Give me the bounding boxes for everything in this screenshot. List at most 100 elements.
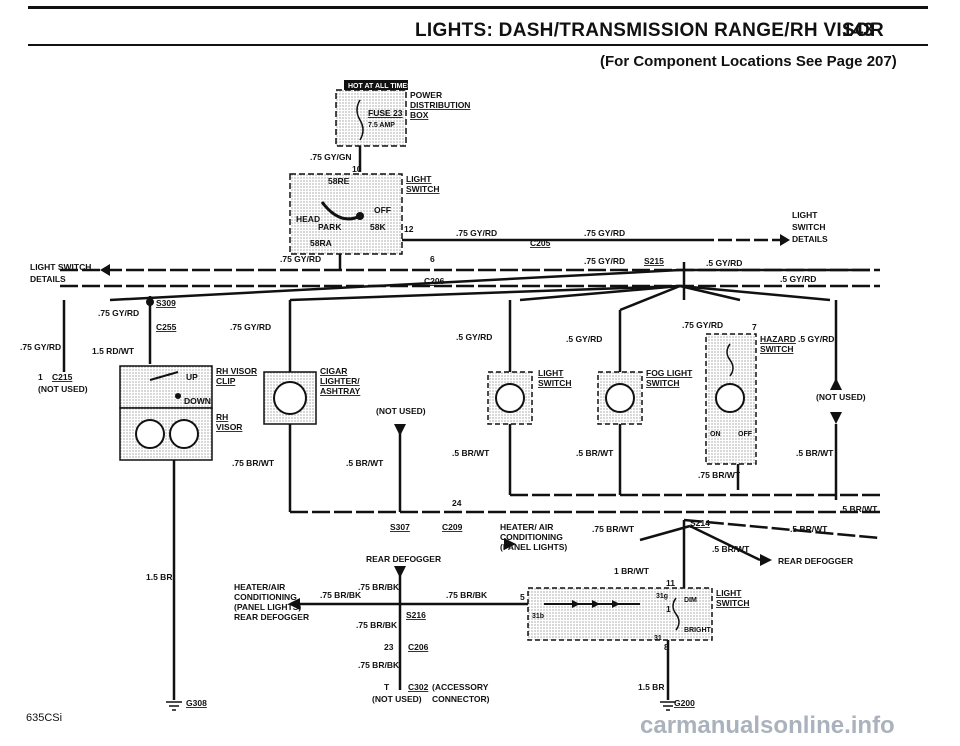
rh-visor-clip: UP DOWN RH VISOR CLIP: [119, 365, 257, 409]
svg-text:.5 GY/RD: .5 GY/RD: [706, 258, 742, 268]
svg-text:(PANEL LIGHTS): (PANEL LIGHTS): [500, 542, 567, 552]
svg-text:SWITCH: SWITCH: [538, 378, 572, 388]
svg-text:.75 BR/BK: .75 BR/BK: [358, 582, 400, 592]
svg-text:OFF: OFF: [738, 431, 753, 438]
svg-text:HEATER/AIR: HEATER/AIR: [234, 582, 285, 592]
ground-g308: [166, 701, 182, 711]
svg-text:RH: RH: [216, 412, 228, 422]
svg-text:58K: 58K: [370, 222, 386, 232]
svg-text:.75 GY/RD: .75 GY/RD: [20, 342, 61, 352]
svg-text:.5 BR/WT: .5 BR/WT: [452, 448, 490, 458]
svg-text:.75 GY/RD: .75 GY/RD: [584, 228, 625, 238]
svg-text:.75 BR/BK: .75 BR/BK: [446, 590, 488, 600]
svg-text:(NOT USED): (NOT USED): [38, 384, 88, 394]
page-subtitle: (For Component Locations See Page 207): [600, 53, 897, 70]
rh-visor: RH VISOR: [119, 407, 242, 461]
svg-text:DOWN: DOWN: [184, 396, 211, 406]
svg-text:S215: S215: [644, 256, 664, 266]
svg-text:FOG LIGHT: FOG LIGHT: [646, 368, 693, 378]
svg-text:SWITCH: SWITCH: [760, 344, 794, 354]
svg-text:(NOT USED): (NOT USED): [816, 392, 866, 402]
svg-text:58RE: 58RE: [328, 176, 350, 186]
fuse-label: FUSE 23: [368, 108, 403, 118]
power-distribution-box: HOT AT ALL TIMES FUSE 23 7.5 AMP POWER D…: [335, 80, 470, 147]
svg-text:OFF: OFF: [374, 205, 391, 215]
svg-text:6: 6: [430, 254, 435, 264]
svg-text:ASHTRAY: ASHTRAY: [320, 386, 361, 396]
svg-text:.75 GY/RD: .75 GY/RD: [584, 256, 625, 266]
svg-text:(NOT USED): (NOT USED): [372, 694, 422, 704]
svg-text:.75 GY/RD: .75 GY/RD: [682, 320, 723, 330]
svg-text:HAZARD: HAZARD: [760, 334, 796, 344]
svg-text:.75 BR/WT: .75 BR/WT: [592, 524, 635, 534]
svg-text:31g: 31g: [656, 593, 668, 600]
power-box-title-1: POWER: [410, 90, 442, 100]
svg-text:1: 1: [38, 372, 43, 382]
svg-text:.5 BR/WT: .5 BR/WT: [796, 448, 834, 458]
svg-text:REAR DEFOGGER: REAR DEFOGGER: [778, 556, 853, 566]
svg-text:.5 BR/WT: .5 BR/WT: [576, 448, 614, 458]
svg-text:.5 GY/RD: .5 GY/RD: [798, 334, 834, 344]
svg-text:.5 GY/RD: .5 GY/RD: [566, 334, 602, 344]
svg-text:CIGAR: CIGAR: [320, 366, 347, 376]
svg-text:CONDITIONING: CONDITIONING: [500, 532, 563, 542]
svg-text:8: 8: [664, 642, 669, 652]
svg-text:S309: S309: [156, 298, 176, 308]
svg-text:10: 10: [352, 164, 362, 174]
footer-model: 635CSi: [26, 712, 63, 724]
svg-text:.5 BR/WT: .5 BR/WT: [790, 524, 828, 534]
svg-text:.75 BR/BK: .75 BR/BK: [356, 620, 398, 630]
svg-text:SWITCH: SWITCH: [646, 378, 680, 388]
power-box-title-2: DISTRIBUTION: [410, 100, 470, 110]
svg-text:.75 GY/RD: .75 GY/RD: [98, 308, 139, 318]
svg-text:LIGHT: LIGHT: [716, 588, 742, 598]
fog-light-switch: FOG LIGHT SWITCH: [597, 368, 693, 425]
svg-text:5: 5: [520, 592, 525, 602]
svg-text:58RA: 58RA: [310, 238, 332, 248]
svg-text:C206: C206: [424, 276, 445, 286]
svg-text:CONDITIONING: CONDITIONING: [234, 592, 297, 602]
hot-at-all-times-badge: HOT AT ALL TIMES: [348, 83, 412, 90]
svg-text:C205: C205: [530, 238, 551, 248]
footer-watermark: carmanualsonline.info: [640, 712, 895, 739]
svg-text:S307: S307: [390, 522, 410, 532]
svg-text:.75 BR/WT: .75 BR/WT: [698, 470, 741, 480]
svg-text:HEATER/ AIR: HEATER/ AIR: [500, 522, 553, 532]
svg-text:C206: C206: [408, 642, 429, 652]
splice-s309: [146, 298, 154, 306]
svg-text:G308: G308: [186, 698, 207, 708]
svg-text:SWITCH: SWITCH: [716, 598, 750, 608]
svg-text:(PANEL LIGHTS): (PANEL LIGHTS): [234, 602, 301, 612]
svg-text:.75 GY/RD: .75 GY/RD: [456, 228, 497, 238]
svg-text:SWITCH: SWITCH: [406, 184, 440, 194]
svg-text:11: 11: [666, 578, 675, 588]
svg-text:CLIP: CLIP: [216, 376, 236, 386]
svg-text:C302: C302: [408, 682, 429, 692]
svg-text:1 BR/WT: 1 BR/WT: [614, 566, 650, 576]
svg-text:LIGHT: LIGHT: [406, 174, 432, 184]
svg-text:DETAILS: DETAILS: [30, 274, 66, 284]
svg-text:ON: ON: [710, 431, 721, 438]
svg-text:.5 BR/WT: .5 BR/WT: [840, 504, 878, 514]
svg-text:LIGHT: LIGHT: [538, 368, 564, 378]
svg-text:S216: S216: [406, 610, 426, 620]
light-switch-top: 10 58RE HEAD OFF PARK 58K 12 58RA LIGHT …: [289, 164, 440, 255]
svg-text:(ACCESSORY: (ACCESSORY: [432, 682, 489, 692]
hazard-switch: ON OFF HAZARD SWITCH: [705, 333, 796, 465]
svg-text:31: 31: [654, 635, 662, 642]
cigar-lighter-ashtray: CIGAR LIGHTER/ ASHTRAY: [263, 366, 361, 425]
svg-text:SWITCH: SWITCH: [792, 222, 826, 232]
svg-text:.5 GY/RD: .5 GY/RD: [780, 274, 816, 284]
svg-text:24: 24: [452, 498, 462, 508]
header-top-rule: [28, 6, 928, 9]
wires-upper: [60, 238, 880, 620]
svg-text:1.5 BR: 1.5 BR: [638, 682, 664, 692]
svg-text:1.5 BR: 1.5 BR: [146, 572, 172, 582]
svg-text:T: T: [384, 682, 390, 692]
svg-text:31b: 31b: [532, 613, 544, 620]
svg-text:.5 BR/WT: .5 BR/WT: [712, 544, 750, 554]
svg-text:HEAD: HEAD: [296, 214, 320, 224]
svg-text:.75 BR/BK: .75 BR/BK: [358, 660, 400, 670]
svg-text:7: 7: [752, 322, 757, 332]
